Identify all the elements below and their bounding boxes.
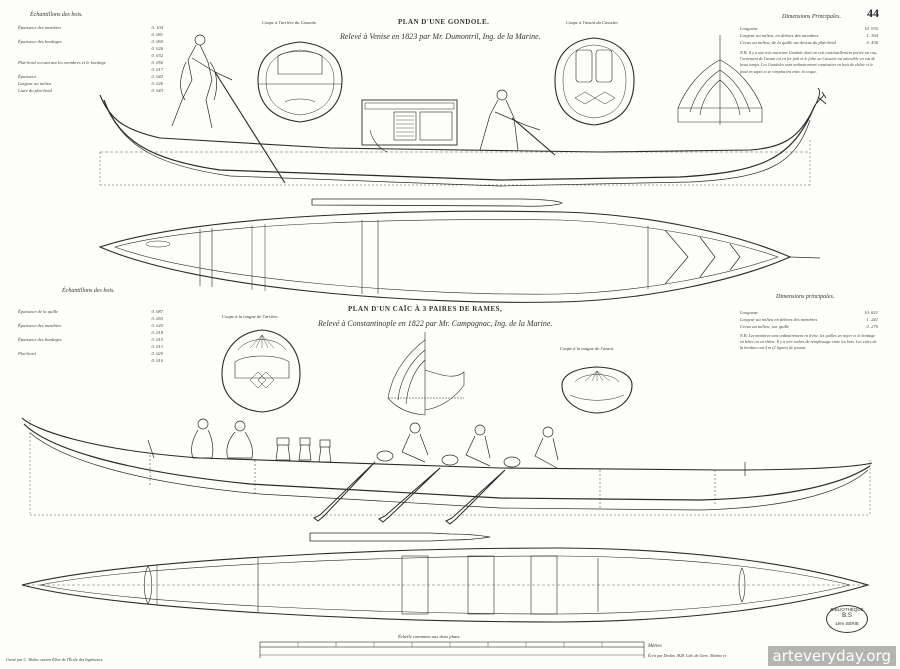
table-row: Plat-bord recouvrant les membres et le b… xyxy=(18,60,163,65)
gondolier-bow-figure xyxy=(479,89,556,156)
caique-rowers xyxy=(376,422,559,469)
gondola-side-elevation xyxy=(99,34,827,187)
caique-section-rear xyxy=(221,329,301,413)
caique-side-elevation xyxy=(21,417,873,525)
scale-bar xyxy=(259,641,645,658)
table-row: 0. 032 xyxy=(151,53,163,58)
plate-number: 44 xyxy=(867,6,879,20)
table-row: 0. 013 xyxy=(151,344,163,349)
table-row: 0. 026 xyxy=(151,46,163,51)
caique-section-rear-label: Coupe à la tongue de l'arrière. xyxy=(222,314,279,319)
caique-title: PLAN D'UN CAÏC À 3 PAIRES DE RAMES, xyxy=(348,305,503,313)
gondola-oar xyxy=(311,198,563,207)
gondola-section-rear-label: Coupe à l'arrière du Cassette. xyxy=(262,20,318,25)
library-stamp: BIBLIOTHÈQUE B.S 1ère SÉRIE xyxy=(826,605,868,633)
caique-section-front xyxy=(561,366,633,414)
caique-passengers xyxy=(191,418,332,463)
table-row: 0. 055 xyxy=(151,316,163,321)
scale-unit: Mètres xyxy=(648,644,662,649)
table-row: 0. 018 xyxy=(151,330,163,335)
footer-printer: Écrit par Deshes 1828. Lith. de Girec. M… xyxy=(648,653,726,658)
caique-note: N.B. Les membres sont ordinairement en f… xyxy=(740,333,877,351)
gondola-plan-view xyxy=(98,210,821,303)
gondola-section-front xyxy=(554,37,635,126)
gondola-note: N.B. Il y a une très ancienne Gondole do… xyxy=(740,50,878,74)
table-row: 0. 081 xyxy=(151,32,163,37)
gondola-body-plan xyxy=(677,35,763,125)
caique-dimensions-title: Dimensions principales. xyxy=(776,294,835,300)
caique-oar xyxy=(309,532,491,542)
caique-section-front-label: Coupe à la tongue de l'avant. xyxy=(560,346,615,351)
gondola-dimensions-title: Dimensions Principales. xyxy=(782,14,841,20)
table-row: Creux au milieu, de la quille au-dessus … xyxy=(740,40,878,45)
caique-plan-view xyxy=(21,547,870,623)
gondola-section-front-label: Coupe à l'avant du Cassette. xyxy=(566,20,619,25)
caique-oars xyxy=(313,461,506,525)
caique-scantlings-title: Échantillons des bois. xyxy=(62,288,115,294)
caique-subtitle: Relevé à Constantinople en 1822 par Mr. … xyxy=(318,319,553,328)
gondolier-stern-figure xyxy=(171,34,286,184)
caique-body-plan xyxy=(387,332,465,416)
table-row: 0. 016 xyxy=(151,358,163,363)
gondola-section-rear xyxy=(257,41,343,123)
footer-engraver: Gravé par C. Wulter, ancien Élève de l'É… xyxy=(6,657,104,662)
table-row: 0. 017 xyxy=(151,67,163,72)
gondola-subtitle: Relevé à Venise en 1823 par Mr. Dumontri… xyxy=(340,32,541,41)
scale-label: Échelle commune aux deux plans. xyxy=(398,634,461,639)
table-row: Largeur au milieu, en dehors des membres… xyxy=(740,33,878,38)
gondola-title: PLAN D'UNE GONDOLE. xyxy=(398,18,490,26)
watermark-badge: arteveryday.org xyxy=(767,646,896,666)
gondola-scantlings-title: Échantillons des bois. xyxy=(30,12,83,18)
